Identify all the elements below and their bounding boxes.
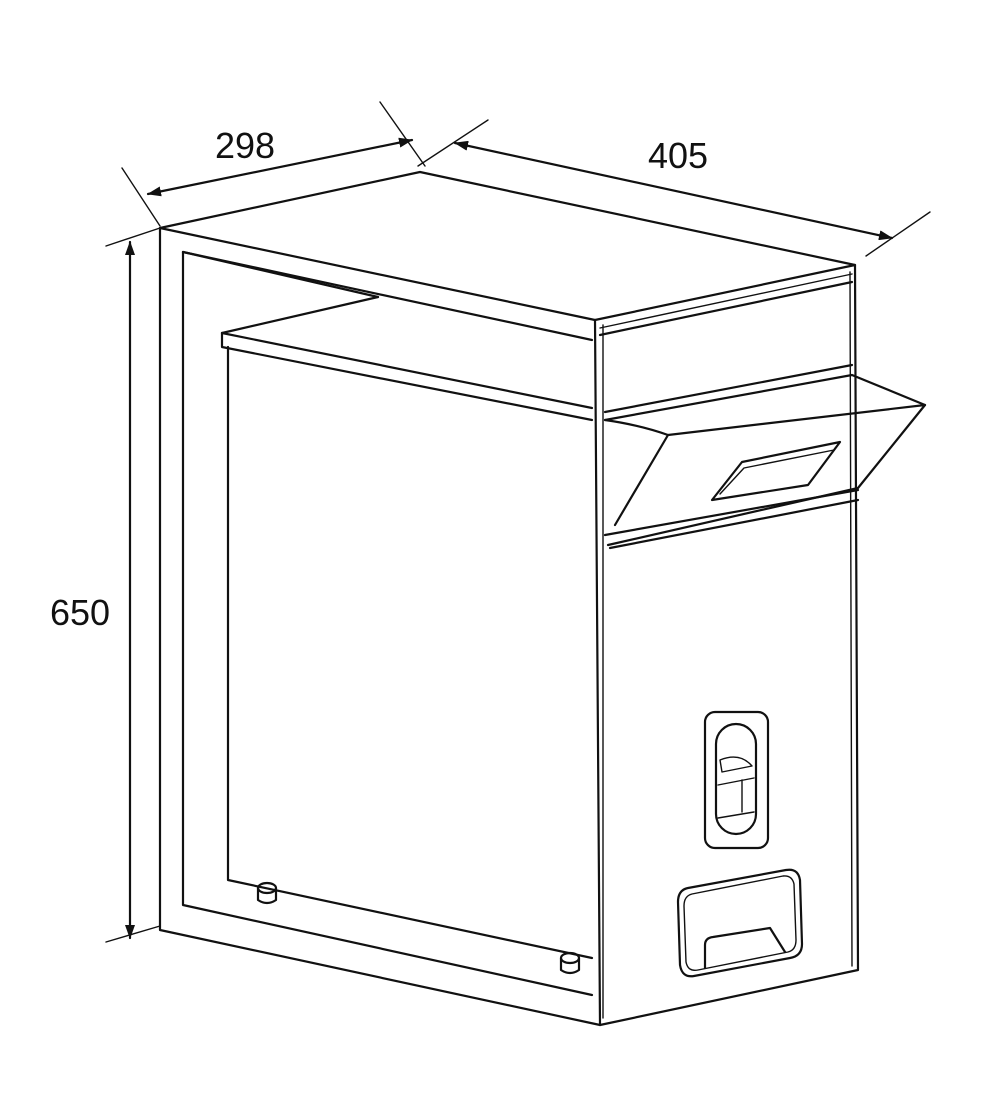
inner-bin: [220, 295, 594, 975]
front-panel: [593, 263, 860, 1027]
dispenser-window: [703, 710, 770, 850]
lid-handle-slot[interactable]: [710, 440, 842, 502]
hopper-lid[interactable]: [603, 363, 927, 550]
foot: [559, 951, 581, 965]
dimension-width: 298: [121, 101, 426, 227]
depth-label: 405: [648, 135, 708, 176]
dispense-handle[interactable]: [676, 868, 804, 978]
height-label: 650: [50, 592, 110, 633]
outer-frame: [158, 170, 857, 1027]
dimension-depth: 405: [417, 119, 931, 257]
width-label: 298: [215, 125, 275, 166]
dimension-height: 650: [50, 227, 161, 943]
